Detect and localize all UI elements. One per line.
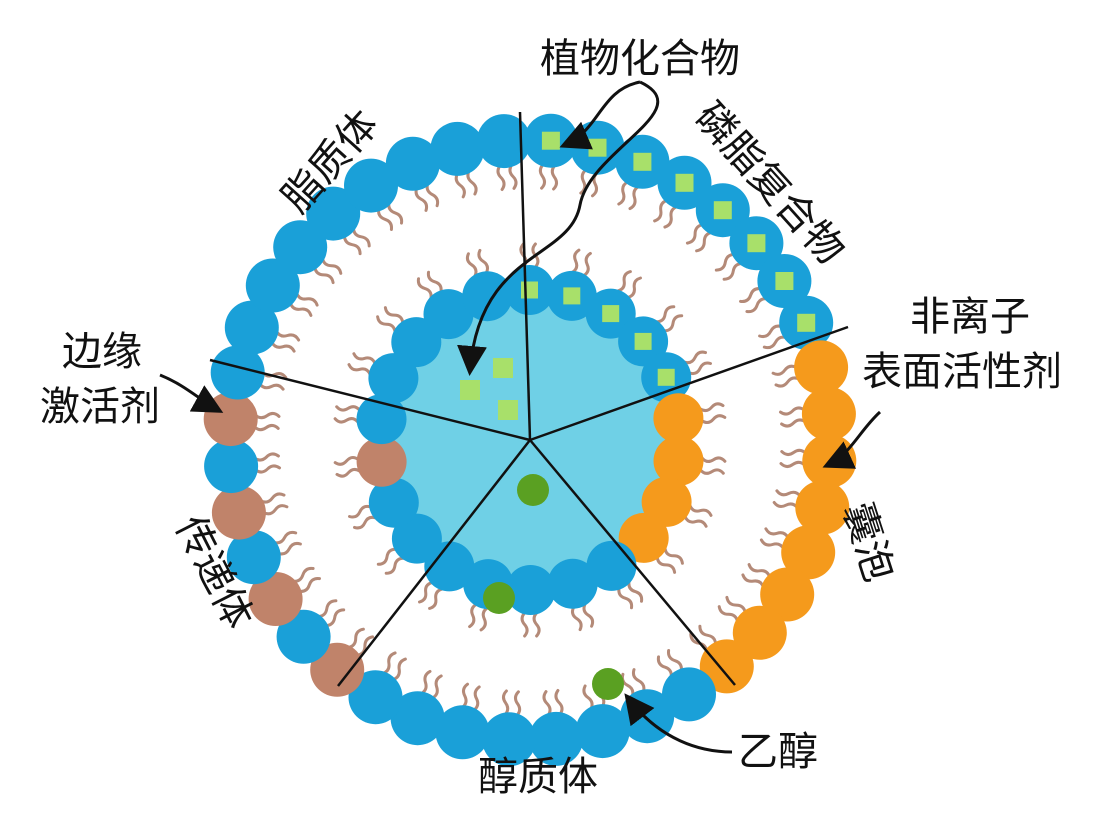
surfactant-head <box>781 525 836 580</box>
surfactant-head <box>732 605 787 660</box>
phospholipid-head <box>435 705 490 760</box>
phytochemical-square <box>775 272 794 290</box>
edge-activator-head <box>211 485 266 540</box>
label-niosome: 囊泡 <box>833 497 901 587</box>
phytochemical-square <box>797 313 816 332</box>
surfactant-head <box>641 476 692 527</box>
label-ethanol: 乙醇 <box>738 729 818 775</box>
label-nonionic-surfactant-line2: 表面活性剂 <box>862 349 1062 395</box>
divider-line <box>209 358 531 442</box>
phytochemical-square <box>713 201 732 220</box>
edge-activator-head <box>310 642 365 697</box>
phospholipid-head <box>430 121 485 176</box>
label-ethosome: 醇质体 <box>478 754 598 800</box>
phytochemical-square <box>602 305 620 323</box>
phytochemical-square <box>657 368 675 386</box>
pointer-arrows <box>159 80 882 754</box>
phytochemical-molecules <box>460 131 816 420</box>
phytochemical-square <box>634 332 652 350</box>
surfactant-head <box>618 512 669 563</box>
divider-line <box>337 439 531 687</box>
phospholipid-head <box>529 711 584 766</box>
phospholipid-head <box>575 704 630 759</box>
phytochemical-square <box>563 287 581 305</box>
phospholipid-head <box>482 712 537 767</box>
surfactant-head <box>795 480 850 535</box>
ethanol-dot <box>592 668 624 700</box>
ethanol-dot <box>483 582 515 614</box>
phospholipid-head <box>423 289 474 340</box>
phospholipid-head <box>368 477 419 528</box>
phytochemical-square <box>747 234 766 253</box>
divider-line <box>529 439 736 686</box>
curved-arrow-icon <box>159 373 224 413</box>
label-nonionic-surfactant-line1: 非离子 <box>910 294 1030 340</box>
phospholipid-head <box>505 565 556 615</box>
phospholipid-head <box>390 691 445 746</box>
phospholipid-head <box>385 136 440 191</box>
curved-arrow-icon <box>624 693 733 754</box>
surfactant-head <box>794 340 849 395</box>
phytochemical-square <box>541 131 560 150</box>
phospholipid-head <box>476 114 531 169</box>
sector-dividers <box>209 111 849 687</box>
phospholipid-head <box>547 558 598 609</box>
phospholipid-head <box>662 667 716 722</box>
label-edge-activator-line1: 边缘 <box>62 329 142 375</box>
divider-line <box>518 111 532 441</box>
phospholipid-head <box>245 258 300 313</box>
phospholipid-head <box>344 158 398 213</box>
edge-activator-head <box>248 572 303 626</box>
surfactant-head <box>760 567 815 622</box>
label-phytochemical: 植物化合物 <box>540 36 740 82</box>
phospholipid-head <box>273 220 328 275</box>
phospholipid-head <box>391 513 442 564</box>
phytochemical-square <box>675 173 694 192</box>
phytochemical-square <box>498 400 518 420</box>
ethanol-molecules <box>483 474 624 700</box>
phospholipid-head <box>276 609 331 664</box>
curved-arrow-icon <box>457 80 660 376</box>
curved-arrow-icon <box>822 410 882 469</box>
phospholipid-head <box>306 186 361 241</box>
phytochemical-square <box>588 138 607 157</box>
phytochemical-square <box>633 152 652 171</box>
surfactant-head <box>653 393 704 444</box>
label-edge-activator-line2: 激活剂 <box>40 384 160 430</box>
phospholipid-head <box>391 317 442 368</box>
phospholipid-head <box>226 530 281 585</box>
edge-activator-head <box>356 436 407 487</box>
phospholipid-head <box>224 300 279 355</box>
phospholipid-head <box>424 541 475 592</box>
phytochemical-square <box>493 358 513 378</box>
phospholipid-head <box>348 670 403 725</box>
phytochemical-square <box>521 281 538 299</box>
phytochemical-square <box>460 380 480 400</box>
phospholipid-head <box>204 439 259 494</box>
edge-activator-head <box>203 392 258 447</box>
ethanol-dot <box>517 474 549 506</box>
aqueous-core <box>370 290 670 590</box>
phospholipid-head <box>210 345 265 400</box>
surfactant-head <box>801 386 856 441</box>
divider-line <box>529 325 849 442</box>
surfactant-head <box>802 433 857 488</box>
surfactant-head <box>653 435 704 486</box>
phospholipid-head <box>368 353 419 404</box>
phospholipid-head <box>462 271 513 322</box>
curved-arrow-icon <box>559 80 641 150</box>
surfactant-head <box>699 639 754 694</box>
